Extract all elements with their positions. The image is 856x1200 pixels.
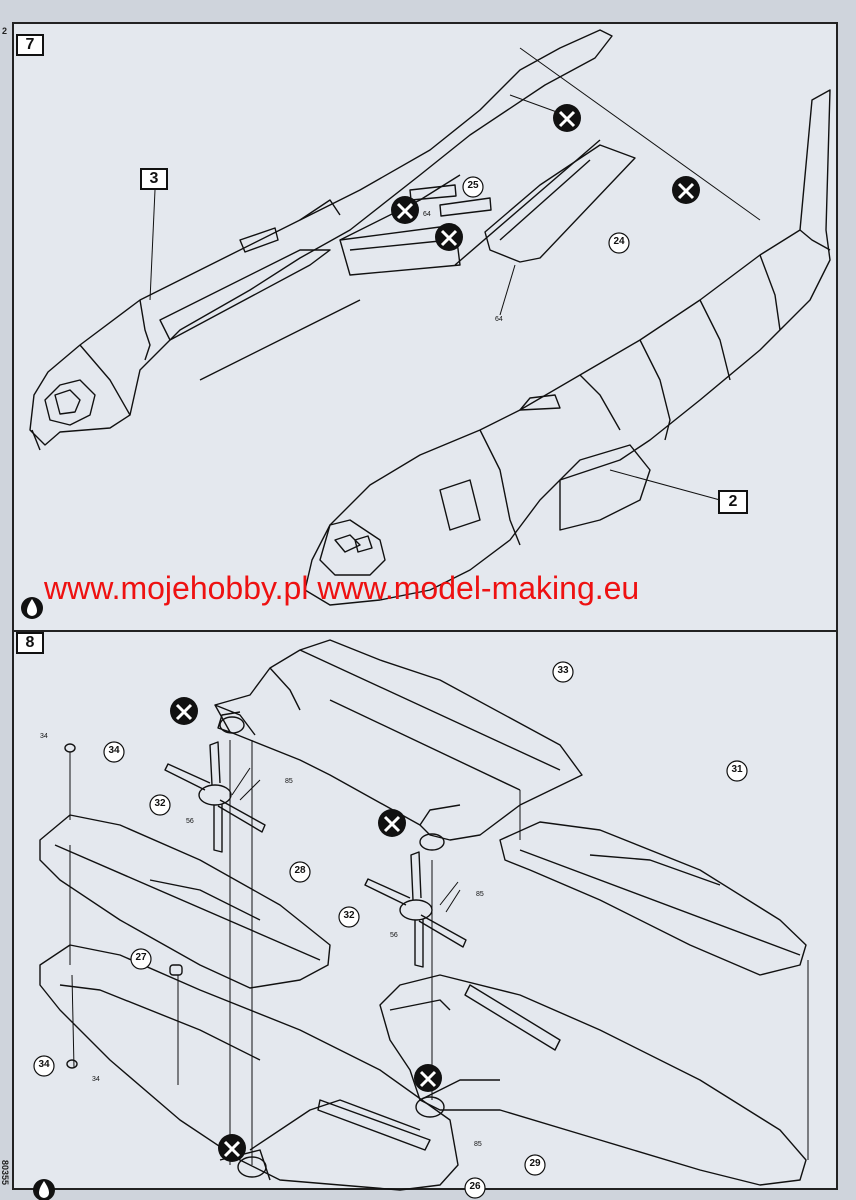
fuselage-half-left <box>29 29 613 451</box>
glue-icon <box>218 1134 246 1162</box>
page-number: 2 <box>2 26 8 36</box>
part-29-label: 29 <box>529 1158 541 1169</box>
paint-drop-icon <box>21 597 43 619</box>
part-32-right-label: 32 <box>343 910 355 921</box>
part-85-bottom-label: 85 <box>474 1141 482 1148</box>
right-wing-lower <box>379 974 807 1186</box>
part-34-small-top-label: 34 <box>40 733 48 740</box>
part-64b-label: 64 <box>495 316 503 323</box>
step-8-number: 8 <box>16 632 44 654</box>
upper-wing-top <box>214 639 583 841</box>
glue-icons <box>170 104 700 1162</box>
assembly-ref-2: 2 <box>718 490 748 514</box>
glue-icon <box>378 809 406 837</box>
part-25-label: 25 <box>467 180 479 191</box>
part-24-label: 24 <box>613 236 625 247</box>
glue-icon <box>435 223 463 251</box>
glue-icon <box>414 1064 442 1092</box>
glue-icon <box>672 176 700 204</box>
part-callouts <box>33 176 748 1199</box>
paint-drop-icon <box>33 1179 55 1200</box>
glue-icon <box>391 196 419 224</box>
stabilizer-parts <box>339 139 636 276</box>
part-27-label: 27 <box>135 952 147 963</box>
instruction-sheet <box>12 22 838 1190</box>
fuselage-whole-right <box>304 89 831 606</box>
right-outer-wing <box>499 821 807 976</box>
step-7-number: 7 <box>16 34 44 56</box>
part-64a-label: 64 <box>423 211 431 218</box>
small-parts <box>64 743 183 1069</box>
part-56-right-label: 56 <box>390 932 398 939</box>
glue-icon <box>170 697 198 725</box>
part-85-left-label: 85 <box>285 778 293 785</box>
propeller-left <box>164 741 266 853</box>
part-34-bottom-label: 34 <box>38 1059 50 1070</box>
part-28-label: 28 <box>294 865 306 876</box>
part-32-left-label: 32 <box>154 798 166 809</box>
part-34-top-label: 34 <box>108 745 120 756</box>
assembly-ref-3: 3 <box>140 168 168 190</box>
step-divider <box>14 630 836 632</box>
part-26-label: 26 <box>469 1181 481 1192</box>
part-34-small-bottom-label: 34 <box>92 1076 100 1083</box>
watermark-text: www.mojehobby.pl www.model-making.eu <box>44 570 640 606</box>
part-31-label: 31 <box>731 764 743 775</box>
part-56-left-label: 56 <box>186 818 194 825</box>
glue-icon <box>553 104 581 132</box>
part-33-label: 33 <box>557 665 569 676</box>
guide-lines-8 <box>69 740 809 1165</box>
part-85-right-label: 85 <box>476 891 484 898</box>
